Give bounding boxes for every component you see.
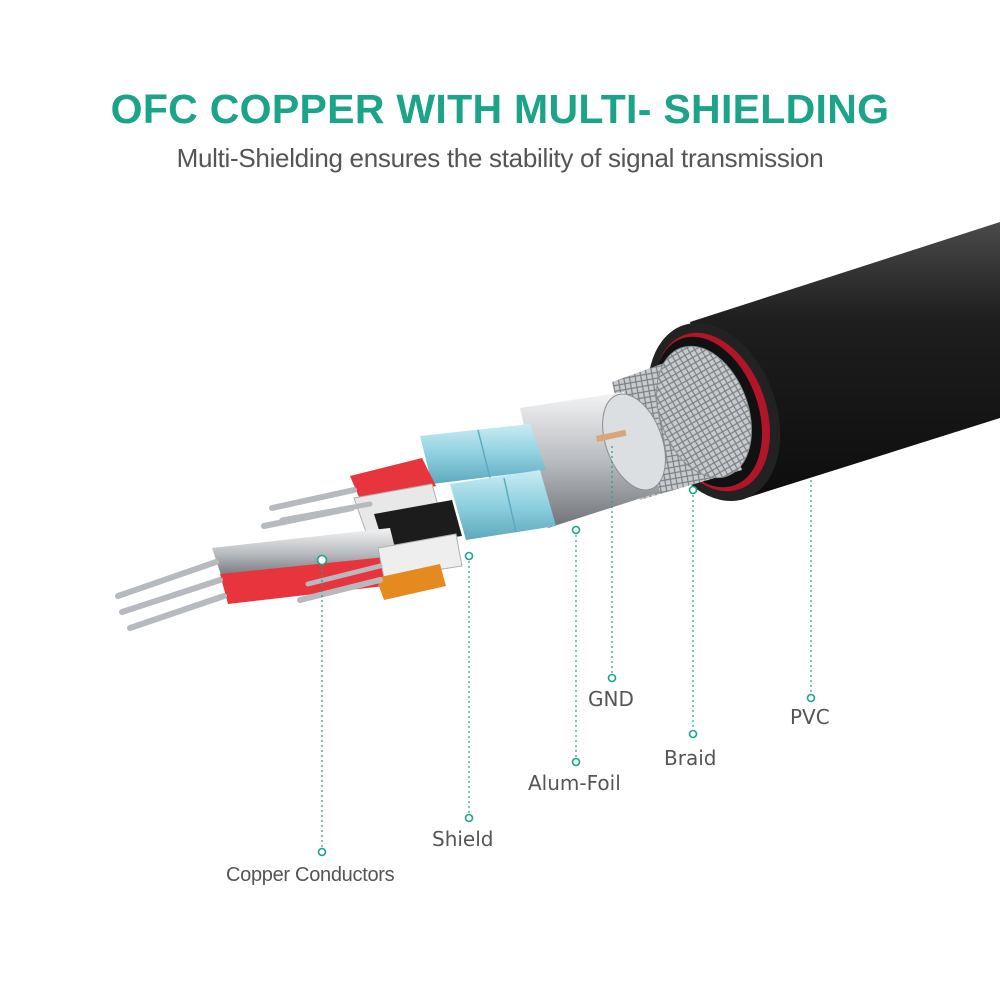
label-gnd: GND — [588, 687, 634, 711]
callouts — [316, 446, 816, 857]
label-pvc: PVC — [790, 705, 830, 729]
callout-dot-braid-top — [688, 485, 698, 495]
callout-dot-braid — [688, 729, 698, 739]
callout-dot-alum-foil — [571, 757, 581, 767]
page-title: OFC COPPER WITH MULTI- SHIELDING — [110, 86, 890, 132]
callout-dot-alum-foil-top — [571, 525, 581, 535]
blue-shield-lower — [450, 470, 556, 540]
callout-dot-gnd — [607, 673, 617, 683]
callout-dot-shield-top — [464, 551, 474, 561]
copper-strands — [115, 487, 383, 631]
label-braid: Braid — [664, 746, 717, 770]
label-alum-foil: Alum-Foil — [528, 771, 621, 795]
alum-foil-layer — [520, 392, 666, 528]
blue-shield-upper — [420, 424, 546, 484]
callout-dot-copper-top — [316, 554, 328, 566]
callout-dot-pvc — [806, 693, 816, 703]
label-shield: Shield — [432, 827, 494, 851]
label-copper-conductors: Copper Conductors — [226, 864, 395, 886]
callout-dot-shield — [464, 813, 474, 823]
callout-dot-copper-conductors — [317, 847, 327, 857]
page-subtitle: Multi-Shielding ensures the stability of… — [176, 143, 824, 173]
insulated-wires — [212, 458, 463, 604]
